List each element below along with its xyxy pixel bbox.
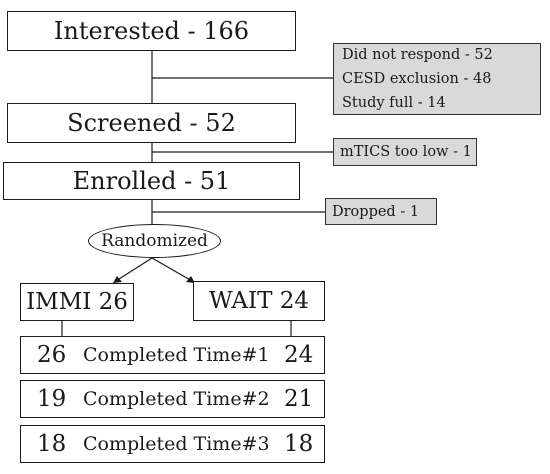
completion-3-imm-count: 18 <box>37 431 67 457</box>
exclusion-box-screened: mTICS too low - 1 <box>333 138 477 166</box>
enrolled-label: Enrolled - 51 <box>72 167 231 195</box>
completion-2-label: Completed Time#2 <box>83 388 270 410</box>
node-randomized: Randomized <box>88 224 221 258</box>
interested-label: Interested - 166 <box>53 17 250 45</box>
arm-imm-label: IMMI 26 <box>26 289 128 315</box>
completion-1-imm-count: 26 <box>37 342 67 368</box>
exclusion-box-enrolled: Dropped - 1 <box>325 198 437 225</box>
arrowhead-wait <box>186 276 195 283</box>
completion-row-2: 19 Completed Time#2 21 <box>20 380 325 418</box>
connector-to-imm <box>115 257 153 282</box>
arrowhead-imm <box>113 276 122 283</box>
completion-3-wait-count: 18 <box>284 431 314 457</box>
arm-wait-label: WAIT 24 <box>208 288 310 314</box>
exclusion-mtics: mTICS too low - 1 <box>340 144 472 160</box>
completion-1-label: Completed Time#1 <box>83 344 270 366</box>
exclusion-dropped: Dropped - 1 <box>332 203 420 220</box>
box-arm-imm: IMMI 26 <box>20 283 134 321</box>
screened-label: Screened - 52 <box>67 109 236 137</box>
completion-row-1: 26 Completed Time#1 24 <box>20 336 325 374</box>
completion-3-label: Completed Time#3 <box>83 433 270 455</box>
box-interested: Interested - 166 <box>7 11 296 51</box>
box-screened: Screened - 52 <box>7 103 296 143</box>
box-enrolled: Enrolled - 51 <box>3 162 300 200</box>
exclusion-study-full: Study full - 14 <box>342 95 446 111</box>
exclusion-did-not-respond: Did not respond - 52 <box>342 47 493 63</box>
completion-1-wait-count: 24 <box>284 342 314 368</box>
randomized-label: Randomized <box>101 231 208 251</box>
exclusion-cesd: CESD exclusion - 48 <box>342 71 492 87</box>
box-arm-wait: WAIT 24 <box>193 281 325 321</box>
completion-2-wait-count: 21 <box>284 386 314 412</box>
completion-2-imm-count: 19 <box>37 386 67 412</box>
completion-row-3: 18 Completed Time#3 18 <box>20 425 325 463</box>
exclusion-box-interested: Did not respond - 52 CESD exclusion - 48… <box>333 43 541 115</box>
connector-to-wait <box>151 257 193 282</box>
